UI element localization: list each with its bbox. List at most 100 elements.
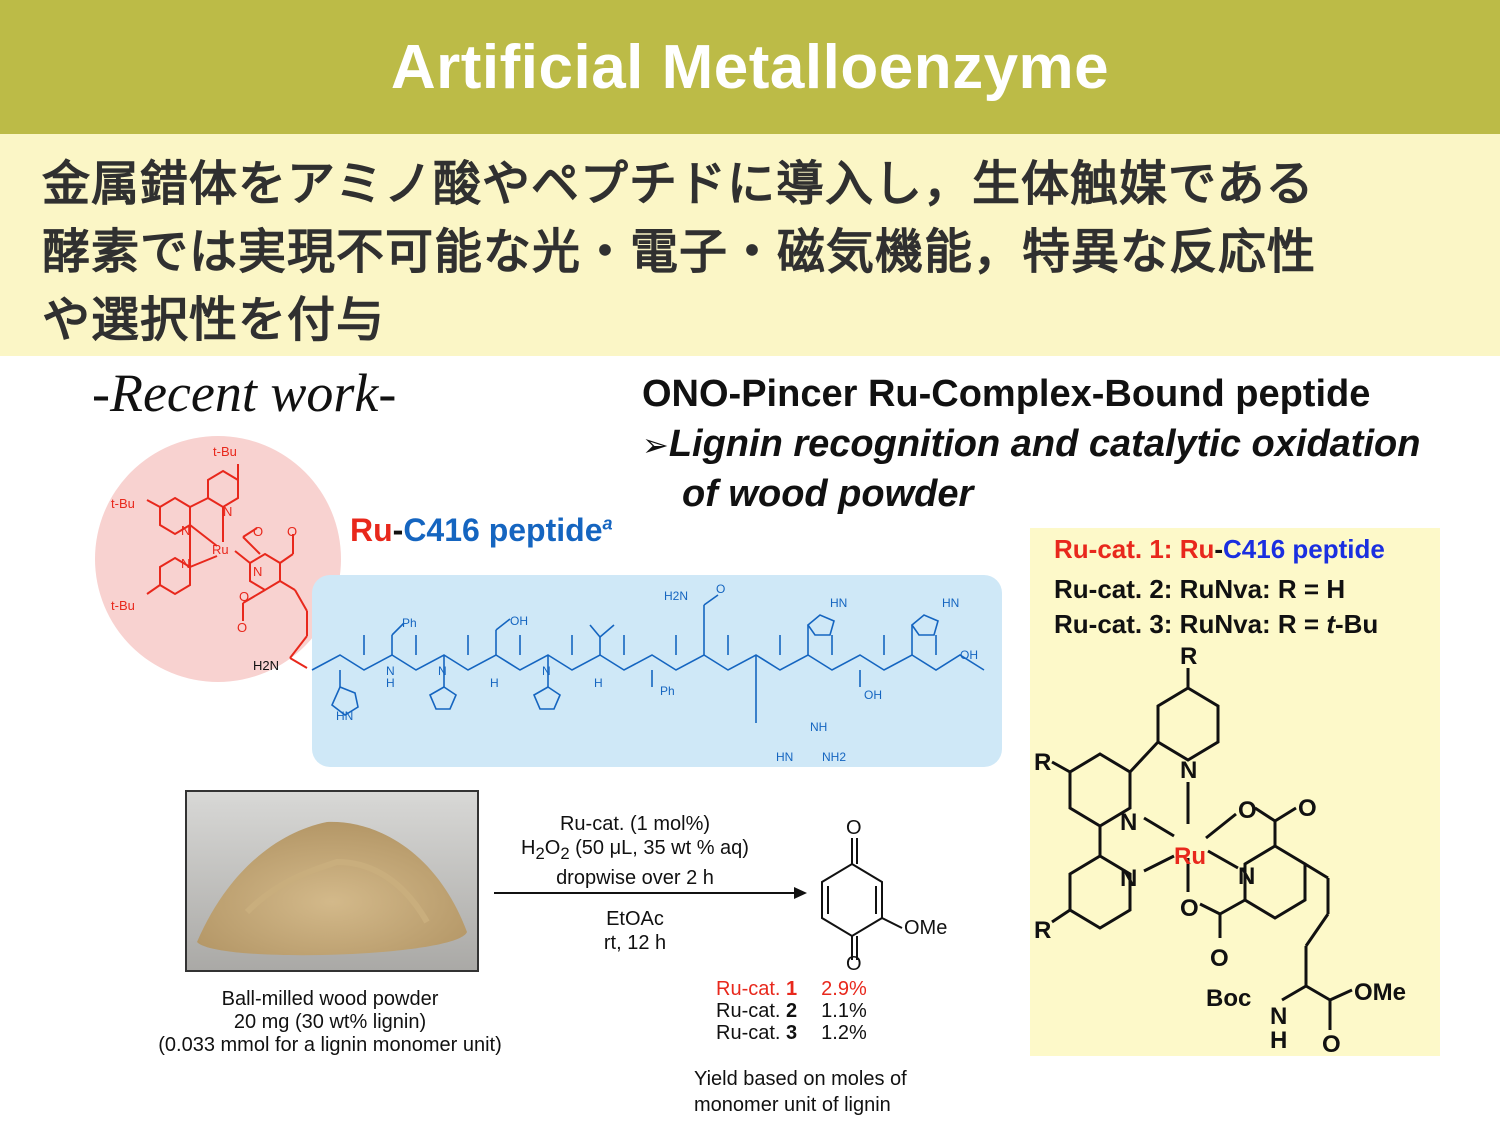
cat3-bu: -Bu bbox=[1335, 609, 1379, 639]
n-label-top: N bbox=[1180, 757, 1197, 784]
condition-dropwise: dropwise over 2 h bbox=[556, 867, 714, 889]
n-label-pep-1: N bbox=[386, 664, 395, 678]
h2o2-sub2: 2 bbox=[560, 844, 570, 863]
condition-h2o2: H2O2 (50 μL, 35 wt % aq) bbox=[495, 836, 775, 866]
reaction-arrow bbox=[494, 887, 807, 899]
yield-note: Yield based on moles of monomer unit of … bbox=[694, 1066, 907, 1118]
n-label-pep-2: N bbox=[438, 664, 447, 678]
ph-label-1: Ph bbox=[402, 616, 417, 630]
o-label-3: O bbox=[239, 589, 249, 604]
reaction-conditions-top: Ru-cat. (1 mol%) H2O2 (50 μL, 35 wt % aq… bbox=[495, 812, 775, 890]
o-label-carbonyl-1: O bbox=[1298, 795, 1317, 822]
o-label-ru-2: O bbox=[1180, 895, 1199, 922]
n-label-right: N bbox=[1238, 863, 1255, 890]
boc-label: Boc bbox=[1206, 985, 1251, 1012]
product-o-bottom: O bbox=[846, 953, 862, 972]
product-structure: O O OMe bbox=[821, 817, 947, 972]
ru-center-label: Ru bbox=[212, 542, 229, 557]
cat3-prefix: Ru-cat. 3: RuNva: R = bbox=[1054, 609, 1327, 639]
hn-label-2: HN bbox=[942, 596, 959, 610]
yield-row-2-val: 1.1% bbox=[821, 1000, 867, 1022]
ru-center-label-2: Ru bbox=[1174, 843, 1206, 870]
hn-label-1: HN bbox=[830, 596, 847, 610]
product-ome: OMe bbox=[904, 917, 947, 939]
tbu-label-left: t-Bu bbox=[111, 496, 135, 511]
reaction-conditions-bottom: EtOAc rt, 12 h bbox=[495, 907, 775, 955]
catalyst-2-line: Ru-cat. 2: RuNva: R = H bbox=[1054, 574, 1346, 604]
catalyst-3-line: Ru-cat. 3: RuNva: R = t-Bu bbox=[1054, 609, 1378, 640]
yield-row-3-val: 1.2% bbox=[821, 1022, 867, 1044]
recent-work-label: -Recent work- bbox=[92, 363, 397, 423]
cat1-peptide: C416 peptide bbox=[1223, 534, 1385, 564]
catalyst-panel: Ru-cat. 1: Ru -C416 peptide Ru-cat. 2: Ru… bbox=[1030, 528, 1440, 1056]
tbu-label-bottom: t-Bu bbox=[111, 598, 135, 613]
n-label-3: N bbox=[181, 556, 190, 571]
peptide-highlight-box bbox=[312, 575, 1002, 767]
h-label-pep-3: H bbox=[594, 676, 603, 690]
nh-label-1: NH bbox=[810, 720, 827, 734]
ph-label-2: Ph bbox=[660, 684, 675, 698]
nh2-label-1: NH2 bbox=[822, 750, 846, 764]
page-title: Artificial Metalloenzyme bbox=[390, 32, 1110, 102]
photo-caption: Ball-milled wood powder 20 mg (30 wt% li… bbox=[130, 988, 530, 1057]
condition-time: rt, 12 h bbox=[603, 932, 667, 954]
tbu-label-top: t-Bu bbox=[213, 444, 237, 459]
hn-label-3: HN bbox=[336, 709, 353, 723]
yield-row-2-num: 2 bbox=[786, 1000, 798, 1022]
n-label-lower: N bbox=[1120, 865, 1137, 892]
h2n-label-pep: H2N bbox=[664, 589, 688, 603]
headline-bullet: ➢Lignin recognition and catalytic oxidat… bbox=[642, 423, 1420, 466]
h2o2-sub1: 2 bbox=[535, 844, 545, 863]
condition-catalyst: Ru-cat. (1 mol%) bbox=[559, 813, 711, 835]
o-label-ester: O bbox=[1322, 1031, 1341, 1056]
condition-solvent: EtOAc bbox=[606, 908, 664, 930]
yield-row-3-cat: Ru-cat. bbox=[716, 1022, 787, 1044]
ru-c416-peptide-label: Ru-C416 peptidea bbox=[350, 512, 613, 549]
h-label-pep-1: H bbox=[386, 676, 395, 690]
headline-bullet-line-1: Lignin recognition and catalytic oxidati… bbox=[668, 423, 1421, 465]
subtitle-band: 金属錯体をアミノ酸やペプチドに導入し，生体触媒である 酵素では実現不可能な光・電… bbox=[0, 134, 1500, 356]
subtitle-line-2: 酵素では実現不可能な光・電子・磁気機能，特異な反応性 bbox=[42, 224, 1317, 280]
photo-caption-line-3: (0.033 mmol for a lignin monomer unit) bbox=[158, 1034, 502, 1056]
c416-text: C416 peptide bbox=[403, 512, 603, 548]
h-label-pep-2: H bbox=[490, 676, 499, 690]
n-label-4: N bbox=[253, 564, 262, 579]
n-label-left: N bbox=[1120, 809, 1137, 836]
n-label-1: N bbox=[223, 504, 232, 519]
yield-row-1-num: 1 bbox=[786, 978, 798, 1000]
o-label-1: O bbox=[253, 524, 263, 539]
r-label-top: R bbox=[1180, 646, 1197, 670]
title-banner: Artificial Metalloenzyme bbox=[0, 0, 1500, 134]
nh-h-label: H bbox=[1270, 1027, 1287, 1054]
ru-complex-highlight bbox=[95, 436, 341, 682]
oh-label-2: OH bbox=[960, 648, 978, 662]
cat3-t: t bbox=[1326, 609, 1335, 639]
yield-row-1-val: 2.9% bbox=[821, 978, 867, 1000]
ru-text: Ru bbox=[350, 512, 393, 548]
h2o2-h: H bbox=[521, 837, 536, 859]
headline-bullet-line-2: of wood powder bbox=[682, 473, 974, 515]
o-label-4: O bbox=[237, 620, 247, 635]
ru-complex-structure: t-Bu t-Bu t-Bu Ru N N N N O O O O H2N bbox=[111, 444, 308, 673]
peptide-structure: Ph OH H2N O HN HN OH Ph OH HN NH HN NH2 … bbox=[311, 582, 985, 764]
dash-text: - bbox=[392, 512, 404, 548]
yield-row-1-cat: Ru-cat. bbox=[716, 978, 787, 1000]
r-label-bottom: R bbox=[1034, 917, 1051, 944]
runva-structure: R R R N N N N O O O O Boc N H OMe O Ru bbox=[1034, 646, 1406, 1056]
hn-label-4: HN bbox=[776, 750, 793, 764]
headline-title: ONO-Pincer Ru-Complex-Bound peptide bbox=[642, 373, 1371, 415]
wood-powder-photo bbox=[185, 790, 479, 972]
cat1-prefix: Ru-cat. 1: bbox=[1054, 534, 1180, 564]
n-label-2: N bbox=[181, 523, 190, 538]
h2o2-rest: (50 μL, 35 wt % aq) bbox=[569, 837, 749, 859]
o-label-carbonyl-2: O bbox=[1210, 945, 1229, 972]
o-label-ru-1: O bbox=[1238, 797, 1257, 824]
cat1-dash: - bbox=[1214, 534, 1224, 564]
ome-label: OMe bbox=[1354, 979, 1406, 1006]
o-label-2: O bbox=[287, 524, 297, 539]
yield-note-line-2: monomer unit of lignin bbox=[694, 1094, 891, 1116]
photo-caption-line-2: 20 mg (30 wt% lignin) bbox=[233, 1011, 427, 1033]
